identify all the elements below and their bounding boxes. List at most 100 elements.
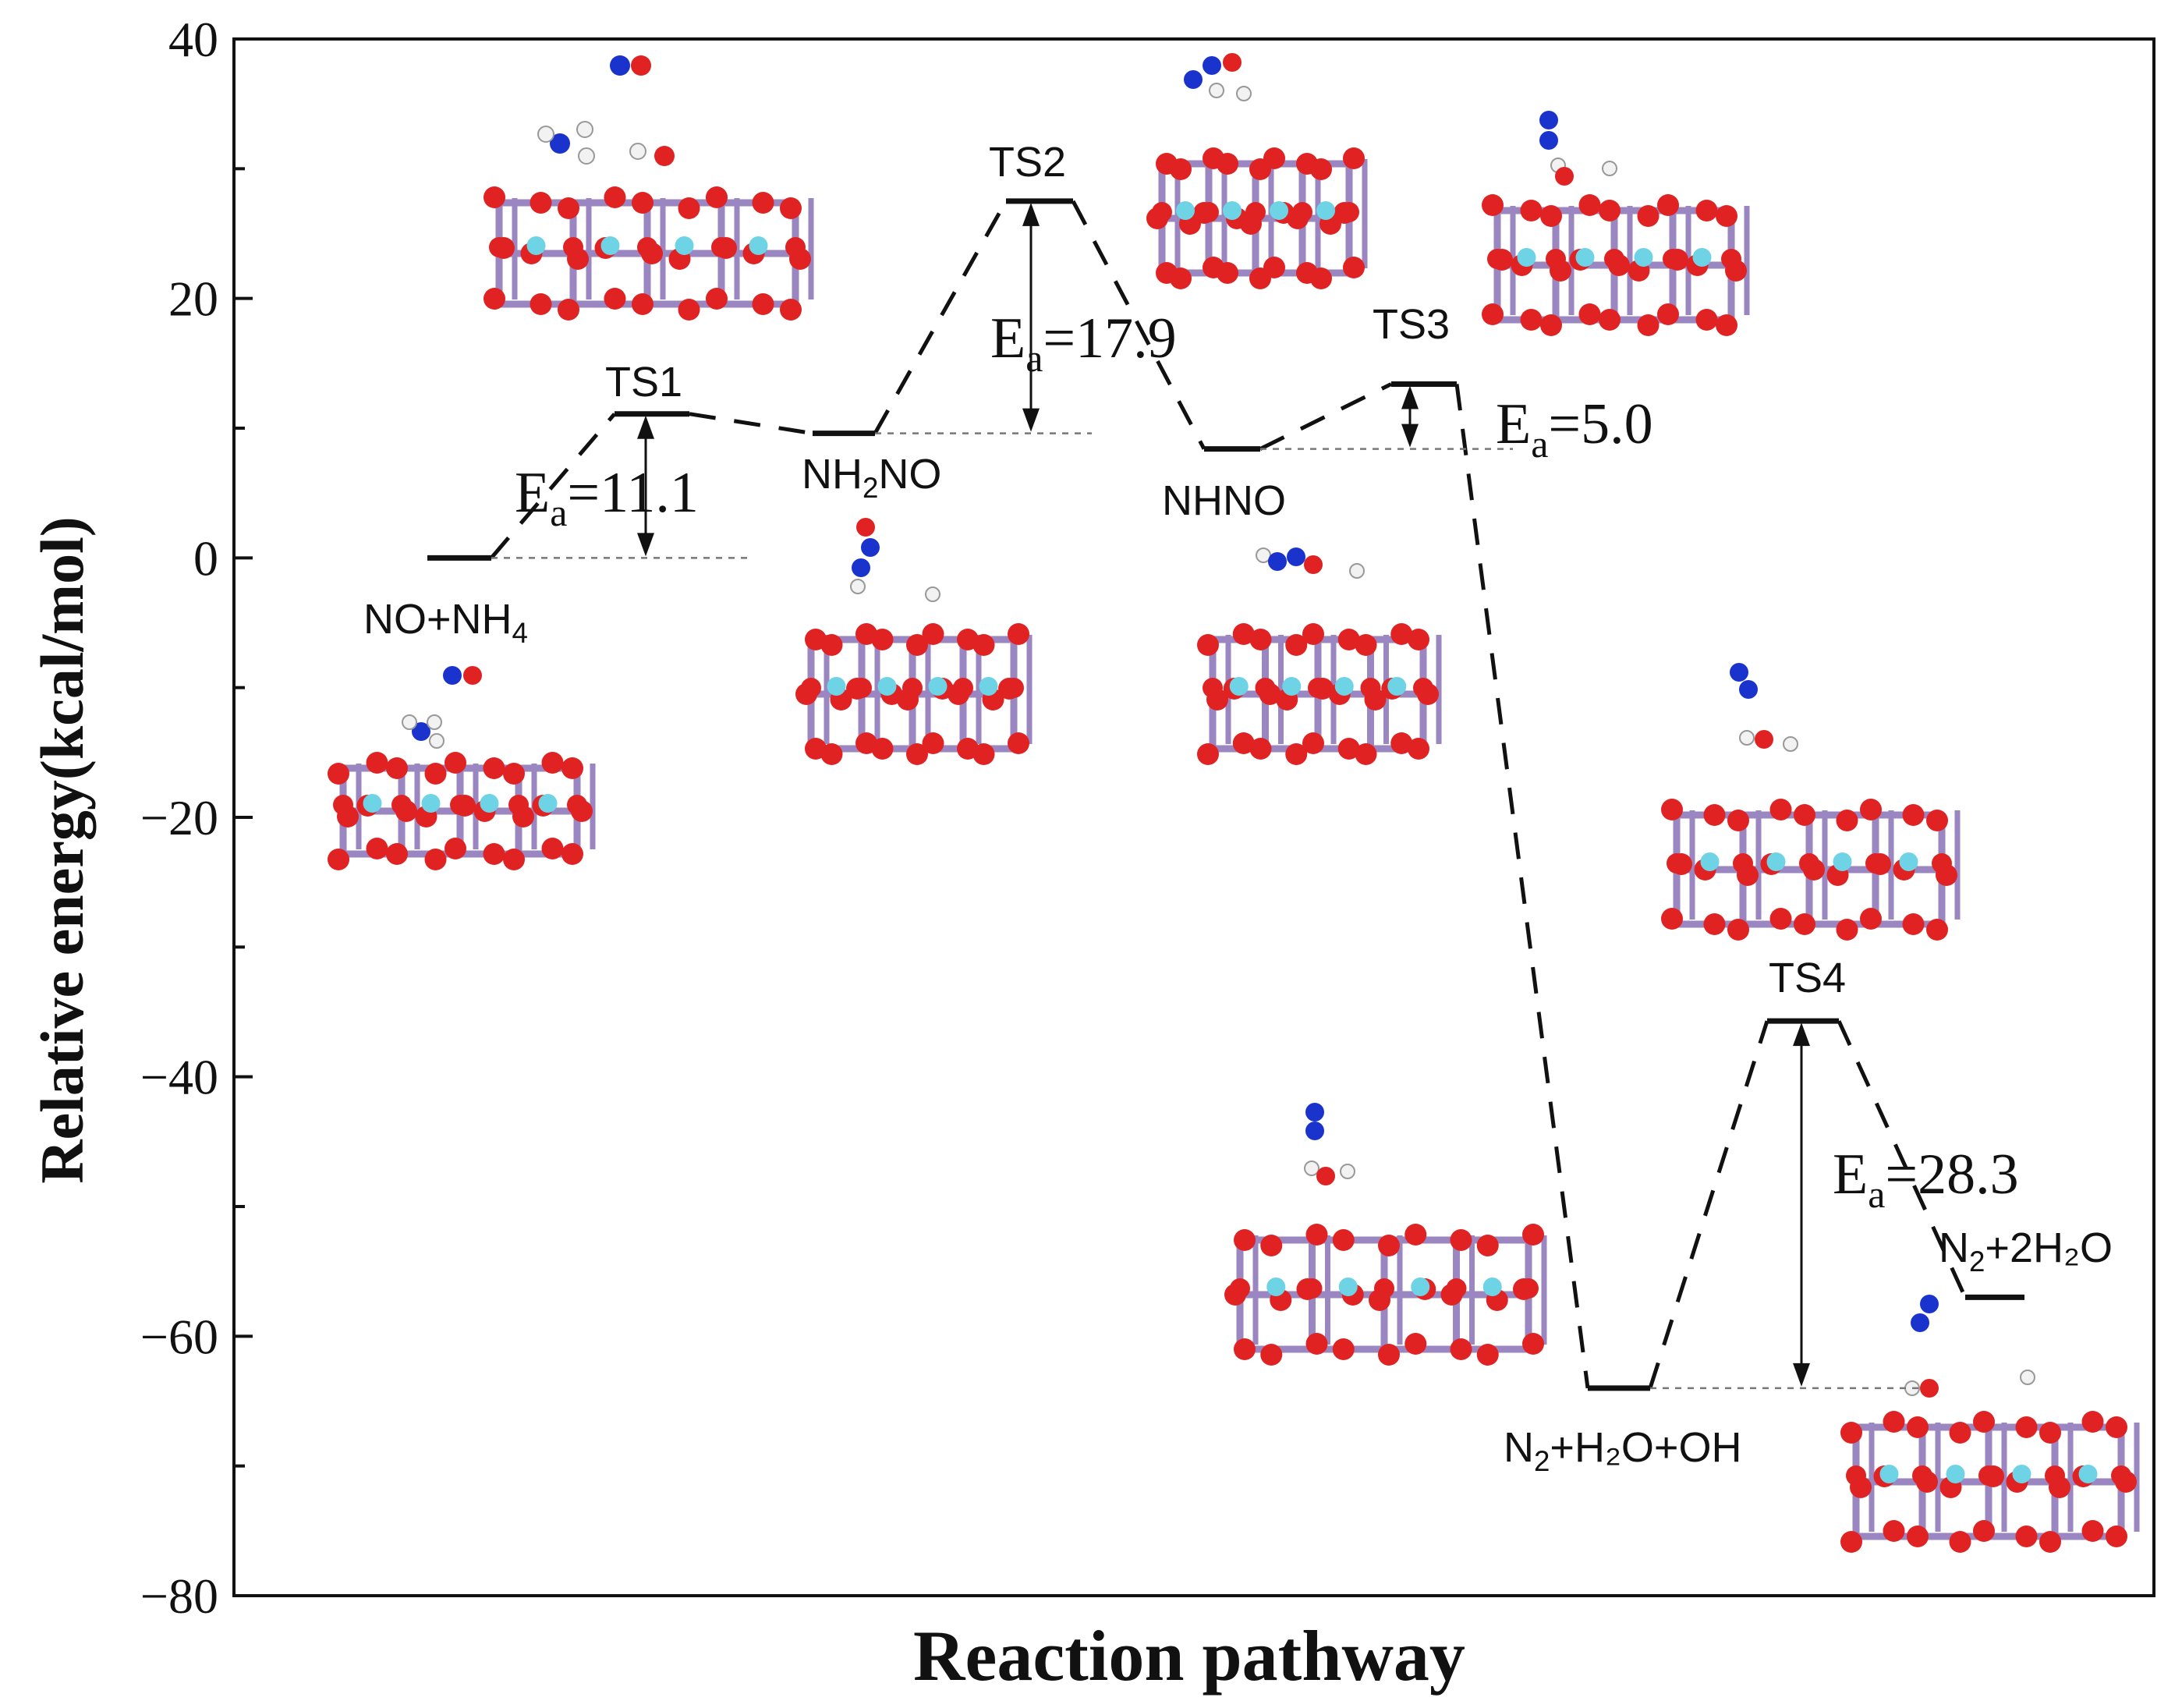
oxygen-atom [604,288,626,310]
oxygen-atom [1008,732,1029,754]
oxygen-atom [1249,738,1272,760]
oxygen-atom [366,752,388,774]
oxygen-atom [1637,314,1660,336]
hydrogen-atom [1256,547,1271,563]
hydrogen-atom [427,714,442,730]
cation-atom [979,677,998,696]
oxygen-atom [1661,908,1683,930]
oxygen-atom [1794,913,1815,935]
oxygen-atom [484,288,505,310]
oxygen-atom [445,752,466,774]
oxygen-atom [1657,303,1679,325]
oxygen-atom [1949,1422,1971,1444]
cation-atom [363,794,382,813]
oxygen-atom [1716,314,1737,336]
oxygen-atom [752,293,774,315]
hydrogen-atom [2020,1370,2035,1385]
oxygen-atom [1836,919,1858,941]
oxygen-atom [1555,167,1574,186]
cation-atom [1411,1277,1430,1296]
oxygen-atom [1197,743,1219,765]
oxygen-atom [1302,1278,1323,1299]
oxygen-atom [820,743,843,765]
oxygen-atom [678,197,700,219]
oxygen-atom [1599,309,1621,331]
state-label: N2+2H₂O [1939,1224,2113,1277]
oxygen-atom [1973,1520,1995,1542]
nitrogen-atom [1739,680,1758,699]
oxygen-atom [1703,804,1726,826]
oxygen-atom [1703,913,1726,935]
oxygen-atom [1408,738,1429,760]
oxygen-atom [1695,309,1718,331]
cation-atom [1334,677,1354,696]
oxygen-atom [1404,1224,1427,1246]
oxygen-atom [1902,804,1925,826]
oxygen-atom [711,237,731,257]
oxygen-atom [424,763,447,785]
cation-atom [526,236,546,255]
pathway-connector [689,412,813,436]
nitrogen-atom [1539,111,1558,129]
oxygen-atom [1949,1531,1971,1553]
y-tick-label: 40 [168,12,218,67]
oxygen-atom [2106,1416,2127,1438]
oxygen-atom [1578,303,1601,325]
oxygen-atom [1408,629,1429,650]
oxygen-atom [1661,799,1683,820]
nitrogen-atom [610,55,630,76]
hydrogen-atom [1602,161,1617,176]
oxygen-atom [706,288,728,310]
oxygen-atom [1332,1229,1355,1251]
y-tick-label: −80 [140,1568,218,1624]
oxygen-atom [2081,1411,2104,1433]
arrow-head [637,533,654,557]
cation-atom [1634,248,1653,267]
oxygen-atom [386,757,408,779]
oxygen-atom [820,634,843,656]
oxygen-atom [1203,678,1223,698]
oxygen-atom [1846,1465,1866,1486]
oxygen-atom [1546,249,1566,269]
cation-atom [2078,1465,2098,1483]
arrow-head [637,415,654,439]
oxygen-atom [1374,1278,1394,1299]
oxygen-atom [1223,53,1242,72]
cation-atom [1338,1277,1358,1296]
oxygen-atom [366,838,388,859]
oxygen-atom [1304,555,1323,574]
oxygen-atom [1663,249,1683,269]
oxygen-atom [391,795,412,815]
cation-atom [1692,248,1712,267]
oxygen-atom [1339,202,1359,222]
activation-energy-label: Ea=17.9 [990,307,1177,380]
state-label: TS1 [605,359,682,406]
hydrogen-atom [1304,1161,1319,1176]
oxygen-atom [1263,147,1285,169]
oxygen-atom [654,146,675,166]
catalyst-surface [1840,1411,2140,1553]
oxygen-atom [1865,853,1886,873]
oxygen-atom [1285,634,1308,656]
oxygen-atom [780,197,802,219]
hydrogen-atom [1340,1164,1355,1179]
activation-energy-label: Ea=28.3 [1833,1143,2019,1216]
oxygen-atom [632,293,654,315]
oxygen-atom [1520,309,1543,331]
oxygen-atom [328,849,349,870]
hydrogen-atom [850,579,866,594]
state-label: TS3 [1373,301,1450,348]
oxygen-atom [1883,1520,1905,1542]
oxygen-atom [1446,1278,1467,1299]
oxygen-atom [1907,1526,1929,1547]
oxygen-atom [558,299,579,321]
oxygen-atom [1249,629,1272,650]
hydrogen-atom [1236,86,1252,101]
oxygen-atom [1355,743,1377,765]
oxygen-atom [1232,623,1255,645]
nitrogen-atom [1287,547,1305,566]
oxygen-atom [1390,623,1413,645]
oxygen-atom [1518,1278,1539,1299]
cation-atom [1766,852,1786,871]
oxygen-atom [1337,738,1360,760]
